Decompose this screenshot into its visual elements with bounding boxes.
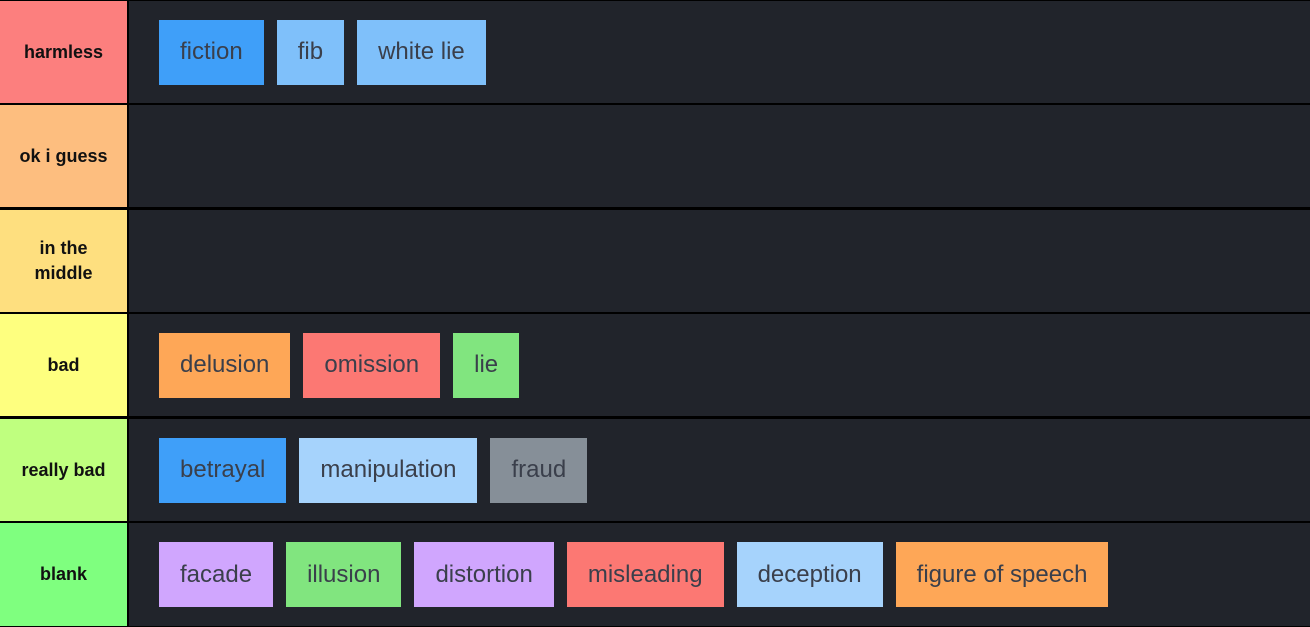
tier-row-harmless: harmless fiction fib white lie xyxy=(0,1,1310,103)
tier-row-bad: bad delusion omission lie xyxy=(0,314,1310,416)
tier-item-chip[interactable]: manipulation xyxy=(299,437,478,503)
tier-item-chip[interactable]: distortion xyxy=(414,542,554,607)
tier-row-in-the-middle: in the middle xyxy=(0,210,1310,312)
tier-item-chip[interactable]: fib xyxy=(276,19,345,85)
tier-items-ok-i-guess[interactable] xyxy=(129,105,1310,207)
tier-items-blank[interactable]: facade illusion distortion misleading de… xyxy=(129,523,1310,626)
tier-item-chip[interactable]: misleading xyxy=(566,542,724,607)
tier-label[interactable]: really bad xyxy=(0,419,127,521)
tier-item-chip[interactable]: illusion xyxy=(286,542,402,607)
tier-items-harmless[interactable]: fiction fib white lie xyxy=(129,1,1310,103)
tier-item-chip[interactable]: fraud xyxy=(490,437,588,503)
tier-item-chip[interactable]: white lie xyxy=(357,19,486,85)
tier-items-in-the-middle[interactable] xyxy=(129,210,1310,312)
tier-label[interactable]: harmless xyxy=(0,1,127,103)
tier-items-really-bad[interactable]: betrayal manipulation fraud xyxy=(129,419,1310,521)
tier-row-blank: blank facade illusion distortion mislead… xyxy=(0,523,1310,626)
tier-item-chip[interactable]: fiction xyxy=(159,19,264,85)
tier-item-chip[interactable]: betrayal xyxy=(159,437,287,503)
tier-item-chip[interactable]: omission xyxy=(303,332,441,398)
tier-label[interactable]: blank xyxy=(0,523,127,626)
tier-label[interactable]: ok i guess xyxy=(0,105,127,207)
tier-item-chip[interactable]: delusion xyxy=(159,332,291,398)
tier-label[interactable]: bad xyxy=(0,314,127,416)
tier-label[interactable]: in the middle xyxy=(0,210,127,312)
tier-items-bad[interactable]: delusion omission lie xyxy=(129,314,1310,416)
tier-item-chip[interactable]: lie xyxy=(453,332,520,398)
tier-item-chip[interactable]: deception xyxy=(736,542,883,607)
tier-item-chip[interactable]: facade xyxy=(159,542,274,607)
tier-row-really-bad: really bad betrayal manipulation fraud xyxy=(0,419,1310,521)
tier-item-chip[interactable]: figure of speech xyxy=(895,542,1109,607)
tier-row-ok-i-guess: ok i guess xyxy=(0,105,1310,207)
